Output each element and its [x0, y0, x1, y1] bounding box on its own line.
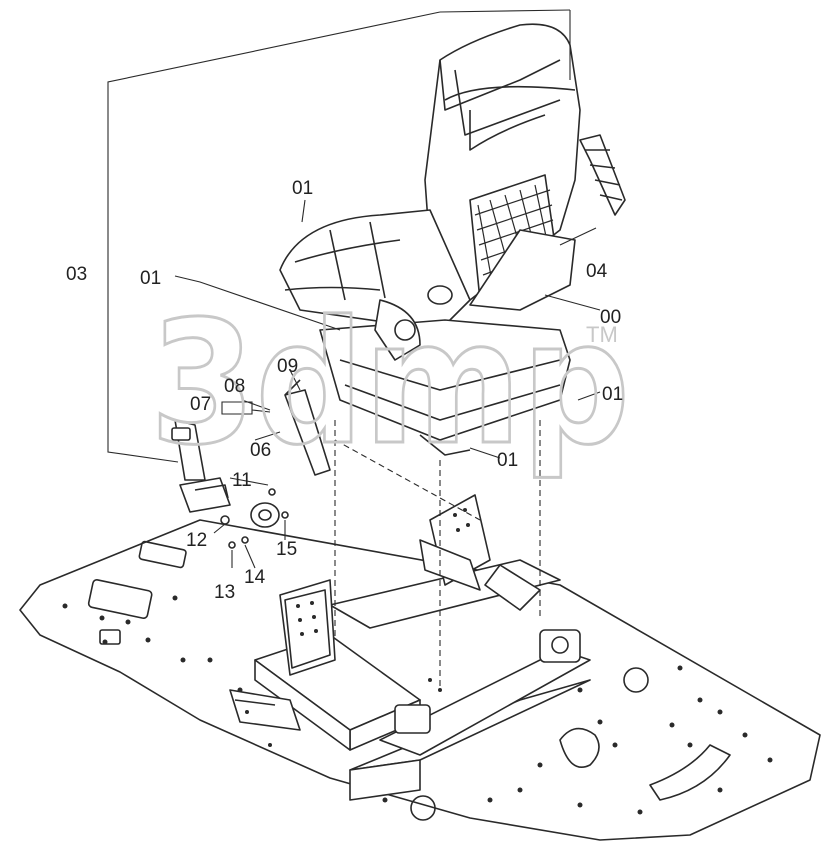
callout-13: 13: [214, 582, 235, 603]
callout-06: 06: [250, 440, 271, 461]
callout-01-right: 01: [602, 384, 623, 405]
callout-14: 14: [244, 567, 266, 588]
callout-01-bottom: 01: [497, 450, 518, 471]
callout-07: 07: [190, 394, 211, 415]
callout-12: 12: [186, 530, 207, 551]
callout-01-top: 01: [292, 178, 313, 199]
callout-04: 04: [586, 261, 608, 282]
callout-03: 03: [66, 264, 87, 285]
callout-01-left: 01: [140, 268, 161, 289]
callout-15: 15: [276, 539, 297, 560]
watermark-text: 3dmp: [150, 285, 630, 483]
callout-08: 08: [224, 376, 245, 397]
callout-00: 00: [600, 307, 621, 328]
seat-base-frame: [229, 494, 591, 803]
leader-lines: [107, 9, 601, 690]
callout-labels: 01 01 01 01 00 03 04 06 07 08 09 11 12 1…: [66, 178, 623, 603]
operator-seat: [279, 23, 626, 456]
floor-plate: [19, 519, 821, 841]
callout-09: 09: [277, 356, 298, 377]
callout-11: 11: [232, 470, 252, 491]
trademark-mark: TM: [586, 322, 618, 347]
seat-belt-parts: [171, 379, 331, 549]
watermark-logo: 3dmp TM: [149, 284, 632, 485]
